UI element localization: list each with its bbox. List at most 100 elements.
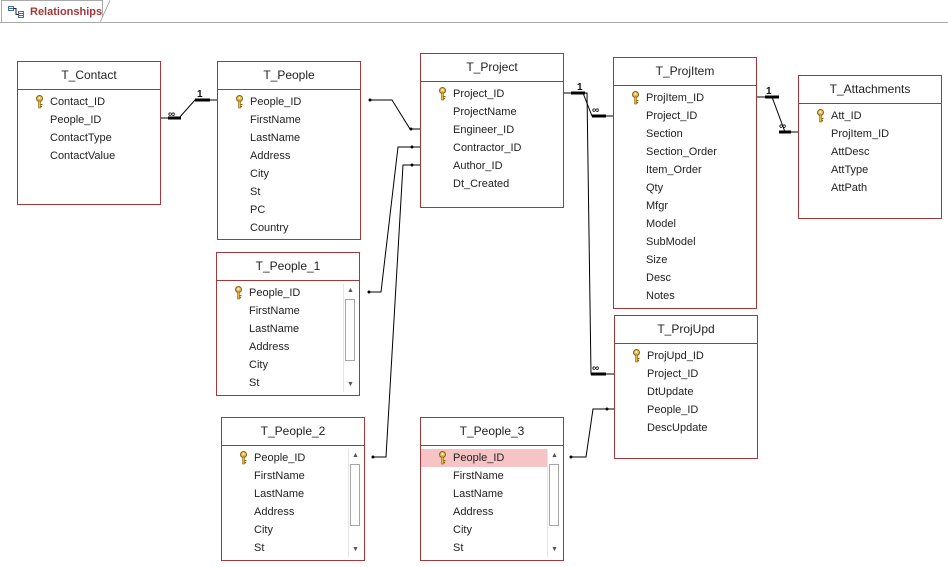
- rel-people2-author[interactable]: [373, 164, 420, 458]
- table-t-people-2[interactable]: T_People_2 People_ID FirstName LastName …: [221, 417, 365, 561]
- field-row[interactable]: St: [222, 539, 364, 557]
- table-title[interactable]: T_People_3: [421, 418, 563, 446]
- field-row[interactable]: LastName: [222, 485, 364, 503]
- vertical-scrollbar[interactable]: ▲ ▼: [343, 284, 357, 392]
- field-row[interactable]: DescUpdate: [615, 419, 757, 437]
- rel-people1-contractor[interactable]: [369, 146, 420, 293]
- table-t-contact[interactable]: T_Contact Contact_ID People_ID ContactTy…: [17, 61, 161, 205]
- field-row[interactable]: St: [421, 539, 563, 557]
- vertical-scrollbar[interactable]: ▲ ▼: [547, 449, 561, 557]
- rel-projitem-attachments[interactable]: [756, 95, 798, 134]
- table-t-attachments[interactable]: T_Attachments Att_ID ProjItem_ID AttDesc…: [798, 75, 942, 219]
- rel-project-projupd[interactable]: [583, 92, 614, 376]
- field-row[interactable]: LastName: [217, 320, 359, 338]
- field-row[interactable]: FirstName: [218, 111, 360, 129]
- rel-people-engineer[interactable]: [370, 99, 420, 130]
- table-t-projitem[interactable]: T_ProjItem ProjItem_ID Project_ID Sectio…: [613, 57, 757, 309]
- field-row[interactable]: SubModel: [614, 233, 756, 251]
- table-title[interactable]: T_Project: [421, 54, 563, 82]
- field-row[interactable]: Model: [614, 215, 756, 233]
- field-row[interactable]: ProjItem_ID: [799, 125, 941, 143]
- field-row[interactable]: Section: [614, 125, 756, 143]
- field-row[interactable]: Section_Order: [614, 143, 756, 161]
- field-row[interactable]: Address: [421, 503, 563, 521]
- field-row[interactable]: FirstName: [222, 467, 364, 485]
- field-row[interactable]: Country: [218, 219, 360, 237]
- scroll-thumb[interactable]: [345, 299, 355, 361]
- field-row[interactable]: Qty: [614, 179, 756, 197]
- scroll-up-arrow-icon[interactable]: ▲: [347, 287, 354, 294]
- field-name: ProjUpd_ID: [647, 350, 704, 362]
- relationships-tab[interactable]: Relationships: [1, 0, 110, 22]
- field-row[interactable]: FirstName: [217, 302, 359, 320]
- field-row[interactable]: LastName: [421, 485, 563, 503]
- field-row[interactable]: AttType: [799, 161, 941, 179]
- field-row[interactable]: Desc: [614, 269, 756, 287]
- table-title[interactable]: T_Contact: [18, 62, 160, 90]
- field-row[interactable]: ContactType: [18, 129, 160, 147]
- table-t-people-3[interactable]: T_People_3 People_ID FirstName LastName …: [420, 417, 564, 561]
- field-row[interactable]: AttDesc: [799, 143, 941, 161]
- field-row[interactable]: Contractor_ID: [421, 139, 563, 157]
- field-row[interactable]: Contact_ID: [18, 93, 160, 111]
- rel-people3-projupd[interactable]: [571, 408, 614, 458]
- field-row[interactable]: FirstName: [421, 467, 563, 485]
- scroll-down-arrow-icon[interactable]: ▼: [352, 546, 359, 553]
- scroll-thumb[interactable]: [350, 464, 360, 526]
- field-row[interactable]: City: [222, 521, 364, 539]
- field-row[interactable]: PC: [218, 201, 360, 219]
- field-row[interactable]: Project_ID: [615, 365, 757, 383]
- field-row[interactable]: LastName: [218, 129, 360, 147]
- table-title[interactable]: T_People_1: [217, 253, 359, 281]
- field-row[interactable]: ProjUpd_ID: [615, 347, 757, 365]
- field-name: ContactValue: [50, 150, 116, 162]
- field-row[interactable]: Author_ID: [421, 157, 563, 175]
- field-row[interactable]: Size: [614, 251, 756, 269]
- field-row[interactable]: People_ID: [218, 93, 360, 111]
- field-row[interactable]: People_ID: [615, 401, 757, 419]
- table-title[interactable]: T_Attachments: [799, 76, 941, 104]
- scroll-down-arrow-icon[interactable]: ▼: [347, 381, 354, 388]
- field-row[interactable]: Dt_Created: [421, 175, 563, 193]
- table-title[interactable]: T_People: [218, 62, 360, 90]
- table-t-projupd[interactable]: T_ProjUpd ProjUpd_ID Project_ID DtUpdate…: [614, 315, 758, 459]
- field-row[interactable]: AttPath: [799, 179, 941, 197]
- table-t-people-1[interactable]: T_People_1 People_ID FirstName LastName …: [216, 252, 360, 396]
- field-row[interactable]: City: [421, 521, 563, 539]
- field-row[interactable]: DtUpdate: [615, 383, 757, 401]
- field-row[interactable]: ContactValue: [18, 147, 160, 165]
- field-row[interactable]: ProjItem_ID: [614, 89, 756, 107]
- field-row[interactable]: St: [217, 374, 359, 392]
- field-row[interactable]: Mfgr: [614, 197, 756, 215]
- field-row[interactable]: St: [218, 183, 360, 201]
- rel-project-projitem[interactable]: [563, 91, 613, 118]
- field-row[interactable]: Item_Order: [614, 161, 756, 179]
- scroll-up-arrow-icon[interactable]: ▲: [551, 452, 558, 459]
- scroll-down-arrow-icon[interactable]: ▼: [551, 546, 558, 553]
- field-row[interactable]: Att_ID: [799, 107, 941, 125]
- field-name: Section: [646, 128, 683, 140]
- field-row[interactable]: People_ID: [222, 449, 364, 467]
- scroll-thumb[interactable]: [549, 464, 559, 526]
- field-row[interactable]: Project_ID: [421, 85, 563, 103]
- table-title[interactable]: T_People_2: [222, 418, 364, 446]
- field-row[interactable]: Notes: [614, 287, 756, 305]
- field-row[interactable]: City: [217, 356, 359, 374]
- table-title[interactable]: T_ProjItem: [614, 58, 756, 86]
- vertical-scrollbar[interactable]: ▲ ▼: [348, 449, 362, 557]
- table-title[interactable]: T_ProjUpd: [615, 316, 757, 344]
- field-row-selected[interactable]: People_ID: [421, 449, 547, 467]
- table-t-project[interactable]: T_Project Project_ID ProjectName Enginee…: [420, 53, 564, 208]
- field-row[interactable]: People_ID: [18, 111, 160, 129]
- rel-contact-people[interactable]: [161, 98, 217, 120]
- field-row[interactable]: ProjectName: [421, 103, 563, 121]
- scroll-up-arrow-icon[interactable]: ▲: [352, 452, 359, 459]
- field-row[interactable]: Address: [217, 338, 359, 356]
- table-t-people[interactable]: T_People People_ID FirstName LastName Ad…: [217, 61, 361, 240]
- field-row[interactable]: Project_ID: [614, 107, 756, 125]
- field-row[interactable]: Engineer_ID: [421, 121, 563, 139]
- field-row[interactable]: People_ID: [217, 284, 359, 302]
- field-row[interactable]: Address: [218, 147, 360, 165]
- field-row[interactable]: Address: [222, 503, 364, 521]
- field-row[interactable]: City: [218, 165, 360, 183]
